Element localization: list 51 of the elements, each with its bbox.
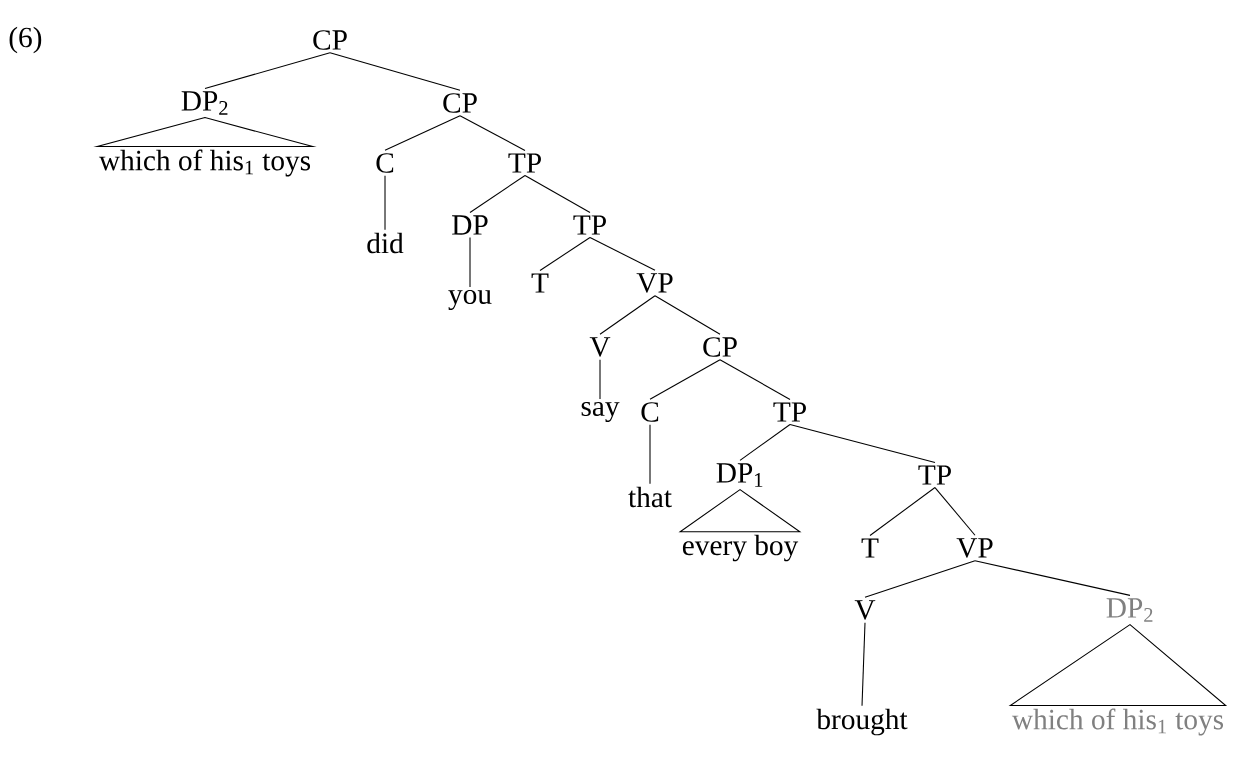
tree-branch [459,115,526,151]
tree-branch [469,237,471,288]
tree-label: CP [703,337,737,357]
tree-label: which of his$_{1}$ toys [1011,708,1224,736]
tree-branch [654,295,721,335]
tree-branch [384,115,461,151]
tree-label: you [448,289,492,311]
tree-branch [719,359,791,400]
tree-branch [739,424,791,461]
tree-label: TP [773,402,806,422]
tree-label: T [861,538,879,558]
tree-branch [539,237,591,271]
tree-label: V [589,337,611,357]
tree-branch [864,560,976,598]
tree-branch [599,359,601,400]
tree-label: TP [508,153,541,173]
tree-branch [649,359,721,400]
tree-label: that [628,486,672,508]
tree-branch [649,424,651,485]
tree-label: DP$_{1}$ [716,463,763,487]
tree-branch [524,175,591,213]
tree-label: C [376,153,394,173]
tree-label: CP [313,30,347,50]
tree-label: DP$_{2}$ [1106,598,1153,622]
tree-label: say [581,401,620,423]
tree-label: which of his$_{1}$ toys [98,149,311,177]
tree-label: T [531,273,549,293]
tree-label: brought [816,708,908,736]
tree-label: TP [918,465,951,485]
tree-branch [789,424,936,463]
tree-branch [384,175,386,231]
tree-label: every boy [682,534,799,562]
tree-branch [589,237,656,271]
tree-label: C [641,402,659,422]
tree-label: VP [636,273,673,293]
tree-branch [934,487,976,536]
tree-label: did [367,232,404,254]
tree-label: CP [443,93,477,113]
tree-branch [861,622,866,707]
tree-label: TP [573,215,606,235]
tree-label: DP$_{2}$ [181,91,228,115]
tree-branch [469,175,526,213]
tree-branch [599,295,656,335]
tree-branch [204,52,331,89]
example-number: (6) [9,26,42,54]
tree-label: V [854,600,876,620]
tree-branch [974,560,1131,596]
tree-label: VP [956,538,993,558]
tree-branch [329,52,461,91]
tree-label: DP [452,215,488,235]
tree-branch [869,487,936,536]
